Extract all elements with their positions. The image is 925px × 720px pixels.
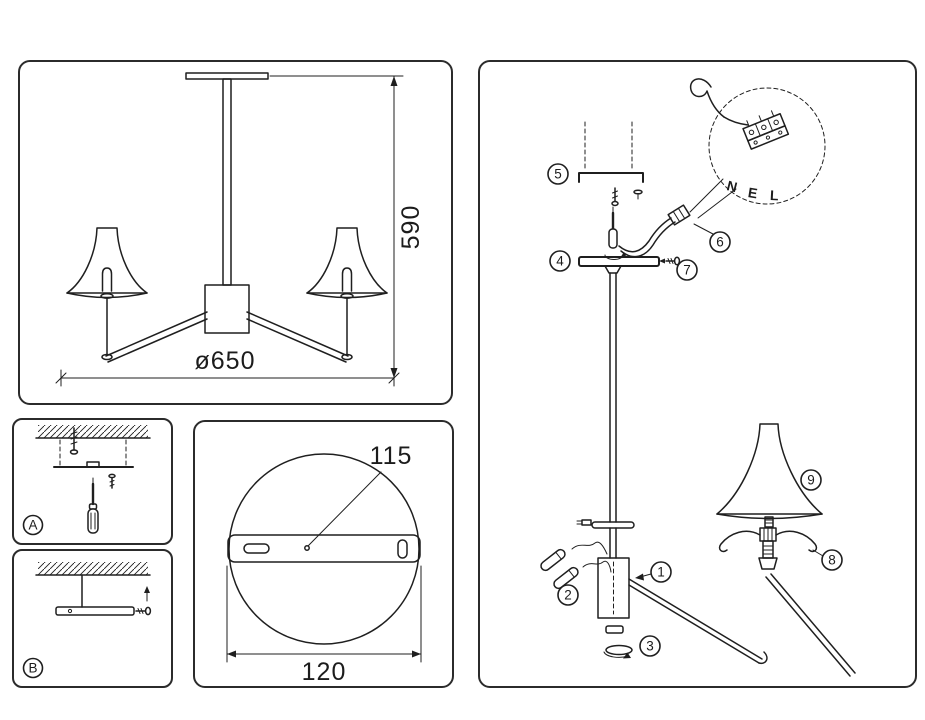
ceiling-section: [35, 425, 151, 439]
mounting-bracket: [55, 606, 135, 616]
canopy-plate-part: [578, 256, 660, 274]
chandelier-drawing: [66, 72, 388, 363]
side-set-screw: [659, 256, 681, 266]
mounting-strap: [227, 534, 421, 563]
ceiling-plate-part: [578, 121, 644, 183]
detail-b-badge: B: [22, 657, 44, 679]
step-8-label: 8: [828, 553, 836, 568]
lamp-arm-part: [628, 573, 768, 665]
right-bulb: [341, 267, 353, 292]
supply-wires: [618, 217, 676, 258]
canopy-circle: [228, 453, 420, 645]
plate-detail-panel: 115 120: [193, 420, 454, 688]
spacing-dimension: 120: [226, 565, 422, 686]
mount-detail-a-panel: A: [12, 418, 173, 545]
diameter-dim-label: ø650: [195, 347, 256, 375]
height-dimension: 590: [269, 75, 425, 379]
height-dim-label: 590: [397, 205, 425, 250]
right-shade: [306, 227, 388, 294]
bottom-cap-ring-part: [603, 625, 633, 659]
width-dimension: 115: [307, 442, 413, 547]
step-badge-5: 5: [547, 163, 569, 185]
mount-detail-b-panel: B: [12, 549, 173, 688]
step-2-label: 2: [564, 588, 572, 603]
assembly-panel: N E L: [478, 60, 917, 688]
hole-spacing-label: 120: [302, 658, 347, 686]
small-screw: [108, 473, 116, 489]
left-bulb: [101, 267, 113, 292]
ceiling-mount-bar: [185, 72, 269, 80]
step-badge-3: 3: [639, 635, 661, 657]
step-badge-4: 4: [549, 250, 571, 272]
step-3-label: 3: [646, 639, 654, 654]
central-rod: [576, 272, 635, 559]
step-7-label: 7: [683, 263, 691, 278]
shade-holder-part: [718, 527, 856, 677]
side-screw: [135, 606, 152, 616]
lower-body: [597, 557, 630, 619]
plate-detail-drawing: 115 120: [226, 442, 422, 686]
direction-arrow: [144, 586, 150, 602]
terminal-connector: [667, 204, 691, 226]
stem-rod: [222, 78, 232, 286]
ceiling-section: [35, 562, 151, 576]
slot-left: [243, 543, 270, 554]
screwdriver-icon: [87, 477, 99, 534]
arm-flange: [591, 521, 635, 529]
detail-a-badge-label: A: [28, 518, 37, 533]
mounting-plate-edge: [53, 461, 134, 468]
step-1-label: 1: [657, 565, 665, 580]
overview-panel: 590 ø650: [18, 60, 453, 405]
assembly-exploded-drawing: N E L: [540, 78, 856, 677]
step-badge-7: 7: [676, 259, 698, 281]
step-4-label: 4: [556, 254, 564, 269]
shade-part: [716, 423, 823, 528]
wiring-detail-balloon: N E L: [689, 78, 826, 219]
center-body: [204, 284, 250, 334]
diameter-dimension: ø650: [55, 347, 400, 387]
ground-hook-wire: [689, 78, 725, 118]
center-hole: [304, 545, 310, 551]
terminal-label-e: E: [747, 184, 759, 201]
step-badge-2: 2: [557, 584, 579, 606]
terminal-label-n: N: [725, 177, 739, 195]
left-shade: [66, 227, 148, 294]
step-5-label: 5: [554, 167, 562, 182]
anchor-screw: [69, 427, 79, 455]
step-9-label: 9: [807, 473, 815, 488]
washer: [633, 189, 643, 195]
mount-detail-b-drawing: B: [22, 562, 152, 679]
step-badge-6: 6: [709, 231, 731, 253]
step-badge-8: 8: [821, 549, 843, 571]
step-6-label: 6: [716, 235, 724, 250]
detail-a-badge: A: [22, 514, 44, 536]
chandelier-front-view-drawing: 590 ø650: [55, 72, 425, 387]
terminal-label-l: L: [770, 187, 780, 203]
step-badge-1: 1: [650, 561, 672, 583]
screwdriver-handle: [608, 228, 618, 249]
detail-b-badge-label: B: [28, 661, 37, 676]
slot-right: [397, 539, 408, 559]
plate-width-label: 115: [370, 442, 413, 470]
terminal-block-detail: [742, 110, 790, 150]
mount-detail-a-drawing: A: [22, 425, 151, 536]
wire-connectors-part: [540, 541, 612, 590]
step-badge-9: 9: [800, 469, 822, 491]
